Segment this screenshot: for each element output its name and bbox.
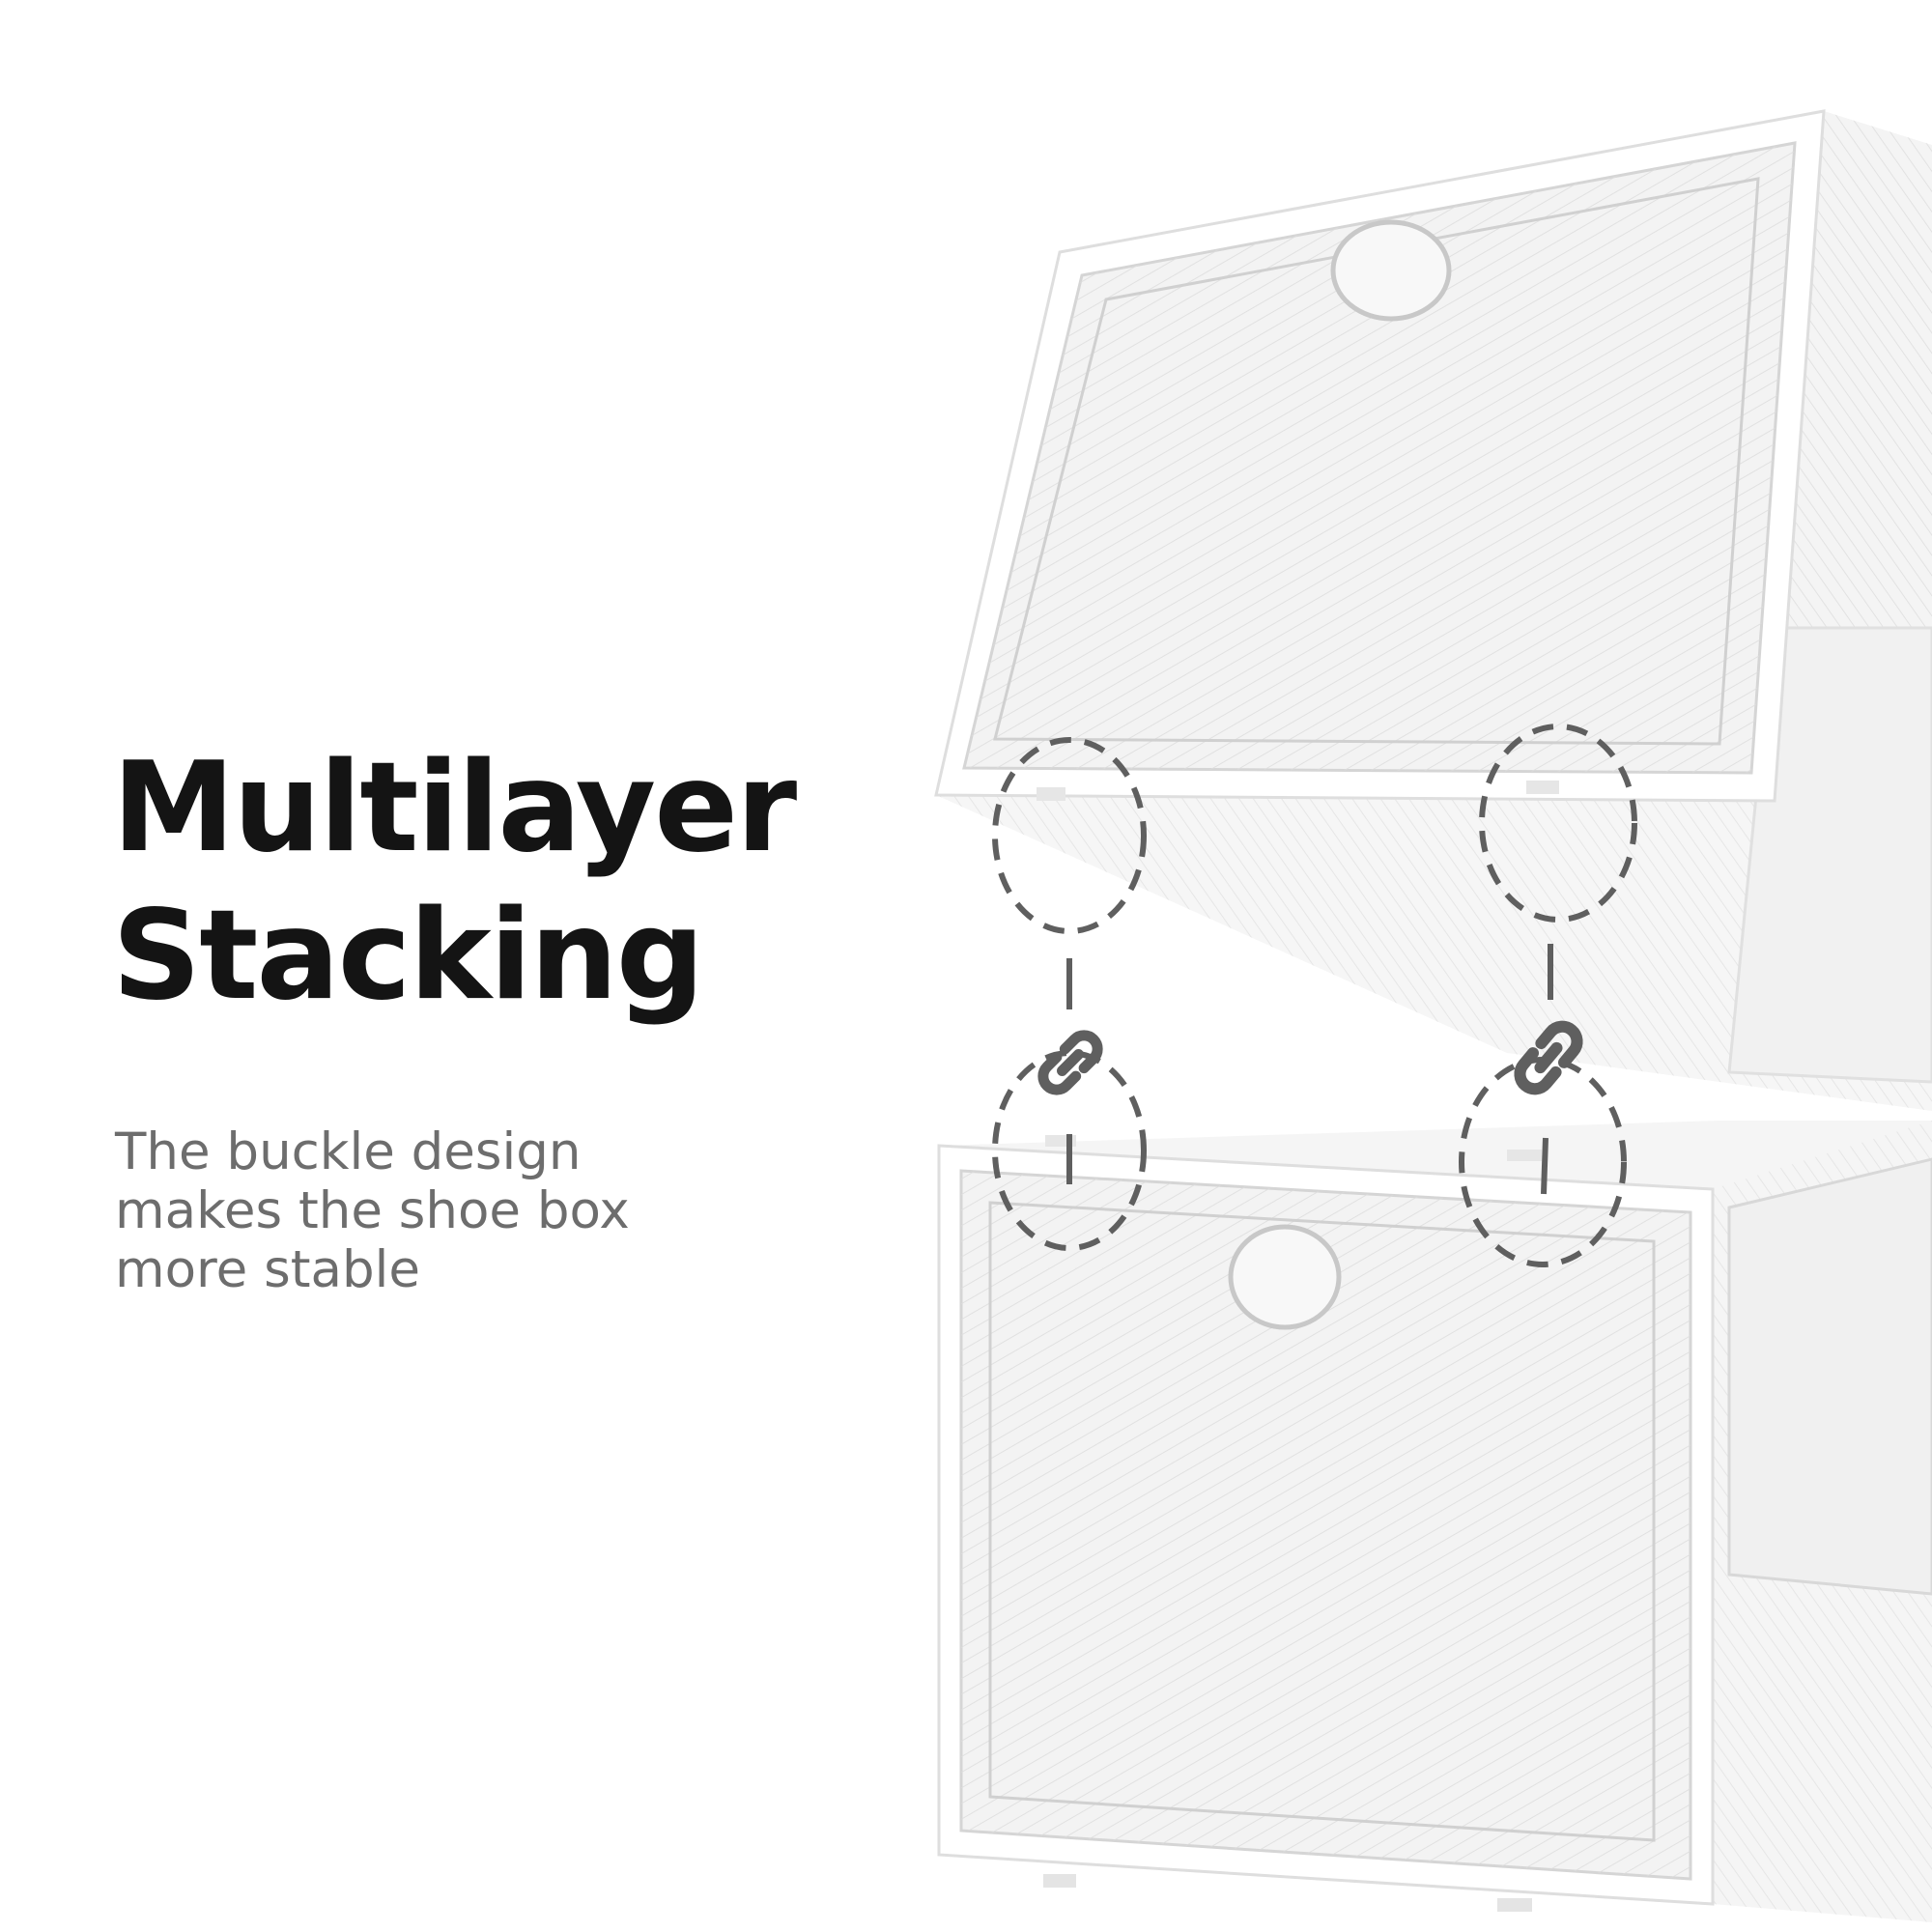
link-chain-icon (1514, 1020, 1583, 1095)
door-handle (1228, 1224, 1342, 1330)
description-line-3: more stable (115, 1240, 420, 1299)
headline-line-2: Stacking (112, 884, 704, 1028)
buckle-callout-circle (1479, 724, 1637, 923)
connector-line (1541, 1137, 1548, 1195)
description-line-1: The buckle design (115, 1122, 582, 1181)
buckle-callout-circle (992, 737, 1147, 934)
link-chain-icon (1037, 1030, 1103, 1095)
top-shoe-box (934, 109, 1932, 1111)
description: The buckle design makes the shoe box mor… (115, 1122, 849, 1299)
bottom-shoe-box (937, 1121, 1932, 1922)
headline: Multilayer Stacking (112, 734, 797, 1030)
description-line-2: makes the shoe box (115, 1181, 630, 1240)
buckle-callout-circle (992, 1050, 1147, 1251)
headline-line-1: Multilayer (112, 736, 797, 880)
door-handle (1330, 219, 1452, 322)
